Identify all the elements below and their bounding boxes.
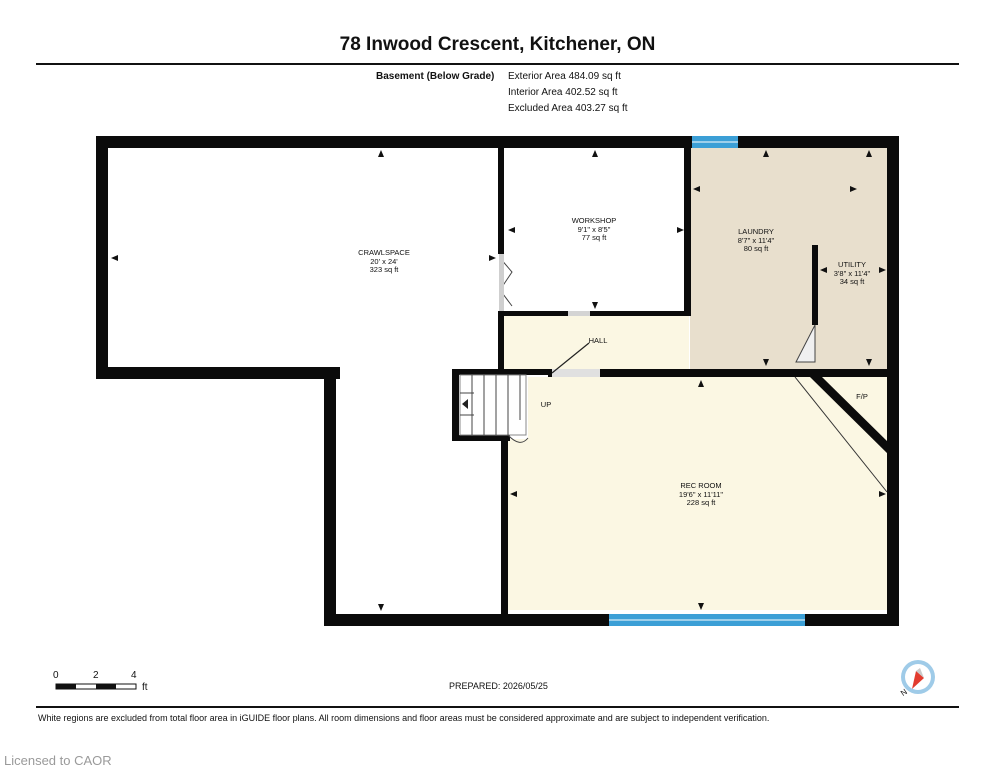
utility-door <box>795 324 816 363</box>
crawlspace-name: CRAWLSPACE <box>358 248 410 257</box>
rec-room-floor <box>507 377 888 610</box>
rec-room-area: 228 sq ft <box>686 498 716 507</box>
fp-label: F/P <box>856 392 868 401</box>
workshop-name: WORKSHOP <box>571 216 617 225</box>
utility-dims: 3'8" x 11'4" <box>833 268 871 278</box>
laundry-label: LAUNDRY 8'7" x 11'4" 80 sq ft <box>737 227 775 254</box>
workshop-dims: 9'1" x 8'5" <box>577 224 611 234</box>
prepared-date: PREPARED: 2026/05/25 <box>449 681 548 691</box>
workshop-label: WORKSHOP 9'1" x 8'5" 77 sq ft <box>571 216 617 243</box>
page-title: 78 Inwood Crescent, Kitchener, ON <box>339 34 656 55</box>
rec-room-name: REC ROOM <box>680 481 722 490</box>
scale-bar <box>55 683 137 690</box>
workshop-door-opening <box>568 311 590 316</box>
dimension-markers <box>111 150 886 611</box>
crawlspace-area: 323 sq ft <box>369 265 399 274</box>
stairs-arrow <box>462 399 468 409</box>
hall-door-swing <box>551 342 590 374</box>
interior-area: Interior Area 402.52 sq ft <box>508 87 618 98</box>
exterior-area: Exterior Area 484.09 sq ft <box>508 71 621 82</box>
footnote: White regions are excluded from total fl… <box>38 713 770 723</box>
laundry-area: 80 sq ft <box>743 244 769 253</box>
crawlspace-dims: 20' x 24' <box>370 256 398 266</box>
utility-label: UTILITY 3'8" x 11'4" 34 sq ft <box>833 260 871 287</box>
license-watermark: Licensed to CAOR <box>4 753 112 768</box>
hall-door-opening <box>552 369 600 377</box>
stairs <box>459 374 529 443</box>
crawlspace-door <box>499 257 513 307</box>
hall-floor <box>503 315 689 371</box>
stairs-up-label: UP <box>540 400 552 409</box>
level-name: Basement (Below Grade) <box>376 71 495 82</box>
utility-name: UTILITY <box>838 260 866 269</box>
scale-label-0: 0 <box>53 670 59 681</box>
laundry-floor <box>690 147 888 370</box>
scale-label-4: 4 <box>131 670 137 681</box>
scale-unit: ft <box>142 682 148 693</box>
hall-label: HALL <box>588 336 608 345</box>
rec-room-label: REC ROOM 19'6" x 11'11" 228 sq ft <box>678 481 724 508</box>
compass-icon <box>901 660 935 694</box>
workshop-area: 77 sq ft <box>581 233 607 242</box>
header-divider <box>36 63 959 65</box>
rec-room-dims: 19'6" x 11'11" <box>678 489 724 499</box>
laundry-name: LAUNDRY <box>738 227 774 236</box>
crawlspace-label: CRAWLSPACE 20' x 24' 323 sq ft <box>358 248 410 275</box>
laundry-dims: 8'7" x 11'4" <box>737 235 775 245</box>
excluded-area: Excluded Area 403.27 sq ft <box>508 103 628 114</box>
utility-area: 34 sq ft <box>839 277 865 286</box>
scale-label-2: 2 <box>93 670 99 681</box>
